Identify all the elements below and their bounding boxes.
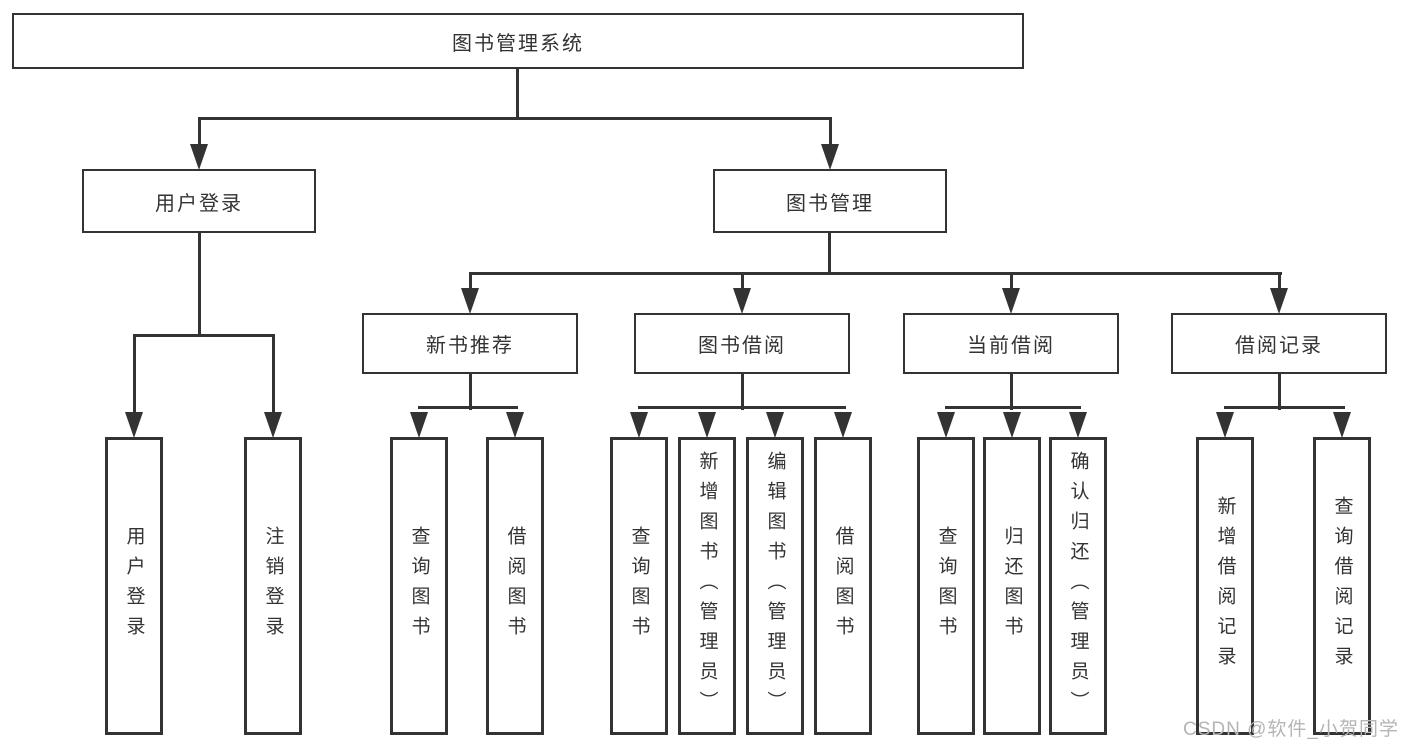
node-leaf-query-books-1: 查询图书 — [390, 437, 448, 735]
connector-line — [945, 406, 1081, 409]
node-leaf-borrow-books-1: 借阅图书 — [486, 437, 544, 735]
connector-line — [1278, 371, 1281, 410]
leaf-label: 查询图书 — [628, 526, 650, 646]
arrow-down-icon — [937, 412, 955, 438]
arrow-down-icon — [834, 412, 852, 438]
arrow-down-icon — [1003, 412, 1021, 438]
node-leaf-add-borrow-record: 新增借阅记录 — [1196, 437, 1254, 735]
connector-line — [516, 66, 519, 119]
leaf-label: 归还图书 — [1001, 526, 1023, 646]
leaf-label: 确认归还（管理员） — [1067, 451, 1089, 721]
connector-line — [198, 117, 201, 149]
node-leaf-user-login: 用户登录 — [105, 437, 163, 735]
connector-line — [418, 406, 518, 409]
connector-line — [469, 272, 1282, 275]
node-leaf-return-books: 归还图书 — [983, 437, 1041, 735]
arrow-down-icon — [190, 144, 208, 170]
node-leaf-edit-books-admin: 编辑图书（管理员） — [746, 437, 804, 735]
leaf-label: 查询图书 — [408, 526, 430, 646]
connector-line — [828, 230, 831, 275]
connector-line — [272, 334, 275, 416]
arrow-down-icon — [1069, 412, 1087, 438]
leaf-label: 新增借阅记录 — [1214, 496, 1236, 676]
node-library-system: 图书管理系统 — [12, 13, 1024, 69]
node-borrowing-records: 借阅记录 — [1171, 313, 1387, 374]
node-current-borrowing: 当前借阅 — [903, 313, 1119, 374]
watermark-text: CSDN @软件_小贺同学 — [1183, 719, 1399, 740]
node-book-management: 图书管理 — [713, 169, 947, 233]
connector-line — [469, 272, 472, 294]
connector-line — [469, 371, 472, 410]
arrow-down-icon — [698, 412, 716, 438]
connector-line — [741, 272, 744, 294]
leaf-label: 用户登录 — [123, 526, 145, 646]
node-new-book-recommend: 新书推荐 — [362, 313, 578, 374]
arrow-down-icon — [766, 412, 784, 438]
connector-line — [1224, 406, 1345, 409]
connector-line — [198, 117, 832, 120]
connector-line — [638, 406, 846, 409]
leaf-label: 编辑图书（管理员） — [764, 451, 786, 721]
arrow-down-icon — [461, 288, 479, 314]
arrow-down-icon — [1333, 412, 1351, 438]
connector-line — [133, 334, 275, 337]
connector-line — [829, 117, 832, 149]
node-book-borrowing: 图书借阅 — [634, 313, 850, 374]
connector-line — [198, 230, 201, 336]
connector-line — [741, 371, 744, 410]
arrow-down-icon — [125, 412, 143, 438]
leaf-label: 借阅图书 — [504, 526, 526, 646]
node-leaf-add-books-admin: 新增图书（管理员） — [678, 437, 736, 735]
leaf-label: 借阅图书 — [832, 526, 854, 646]
leaf-label: 注销登录 — [262, 526, 284, 646]
connector-line — [1010, 272, 1013, 294]
arrow-down-icon — [630, 412, 648, 438]
leaf-label: 查询借阅记录 — [1331, 496, 1353, 676]
arrow-down-icon — [1216, 412, 1234, 438]
arrow-down-icon — [506, 412, 524, 438]
node-leaf-query-borrow-record: 查询借阅记录 — [1313, 437, 1371, 735]
node-user-login: 用户登录 — [82, 169, 316, 233]
leaf-label: 查询图书 — [935, 526, 957, 646]
leaf-label: 新增图书（管理员） — [696, 451, 718, 721]
arrow-down-icon — [733, 288, 751, 314]
arrow-down-icon — [821, 144, 839, 170]
arrow-down-icon — [264, 412, 282, 438]
node-leaf-query-books-3: 查询图书 — [917, 437, 975, 735]
node-leaf-logout: 注销登录 — [244, 437, 302, 735]
connector-line — [1278, 272, 1281, 294]
arrow-down-icon — [1270, 288, 1288, 314]
node-leaf-query-books-2: 查询图书 — [610, 437, 668, 735]
connector-line — [133, 334, 136, 416]
node-leaf-confirm-return-admin: 确认归还（管理员） — [1049, 437, 1107, 735]
arrow-down-icon — [410, 412, 428, 438]
arrow-down-icon — [1002, 288, 1020, 314]
node-leaf-borrow-books-2: 借阅图书 — [814, 437, 872, 735]
connector-line — [1010, 371, 1013, 410]
